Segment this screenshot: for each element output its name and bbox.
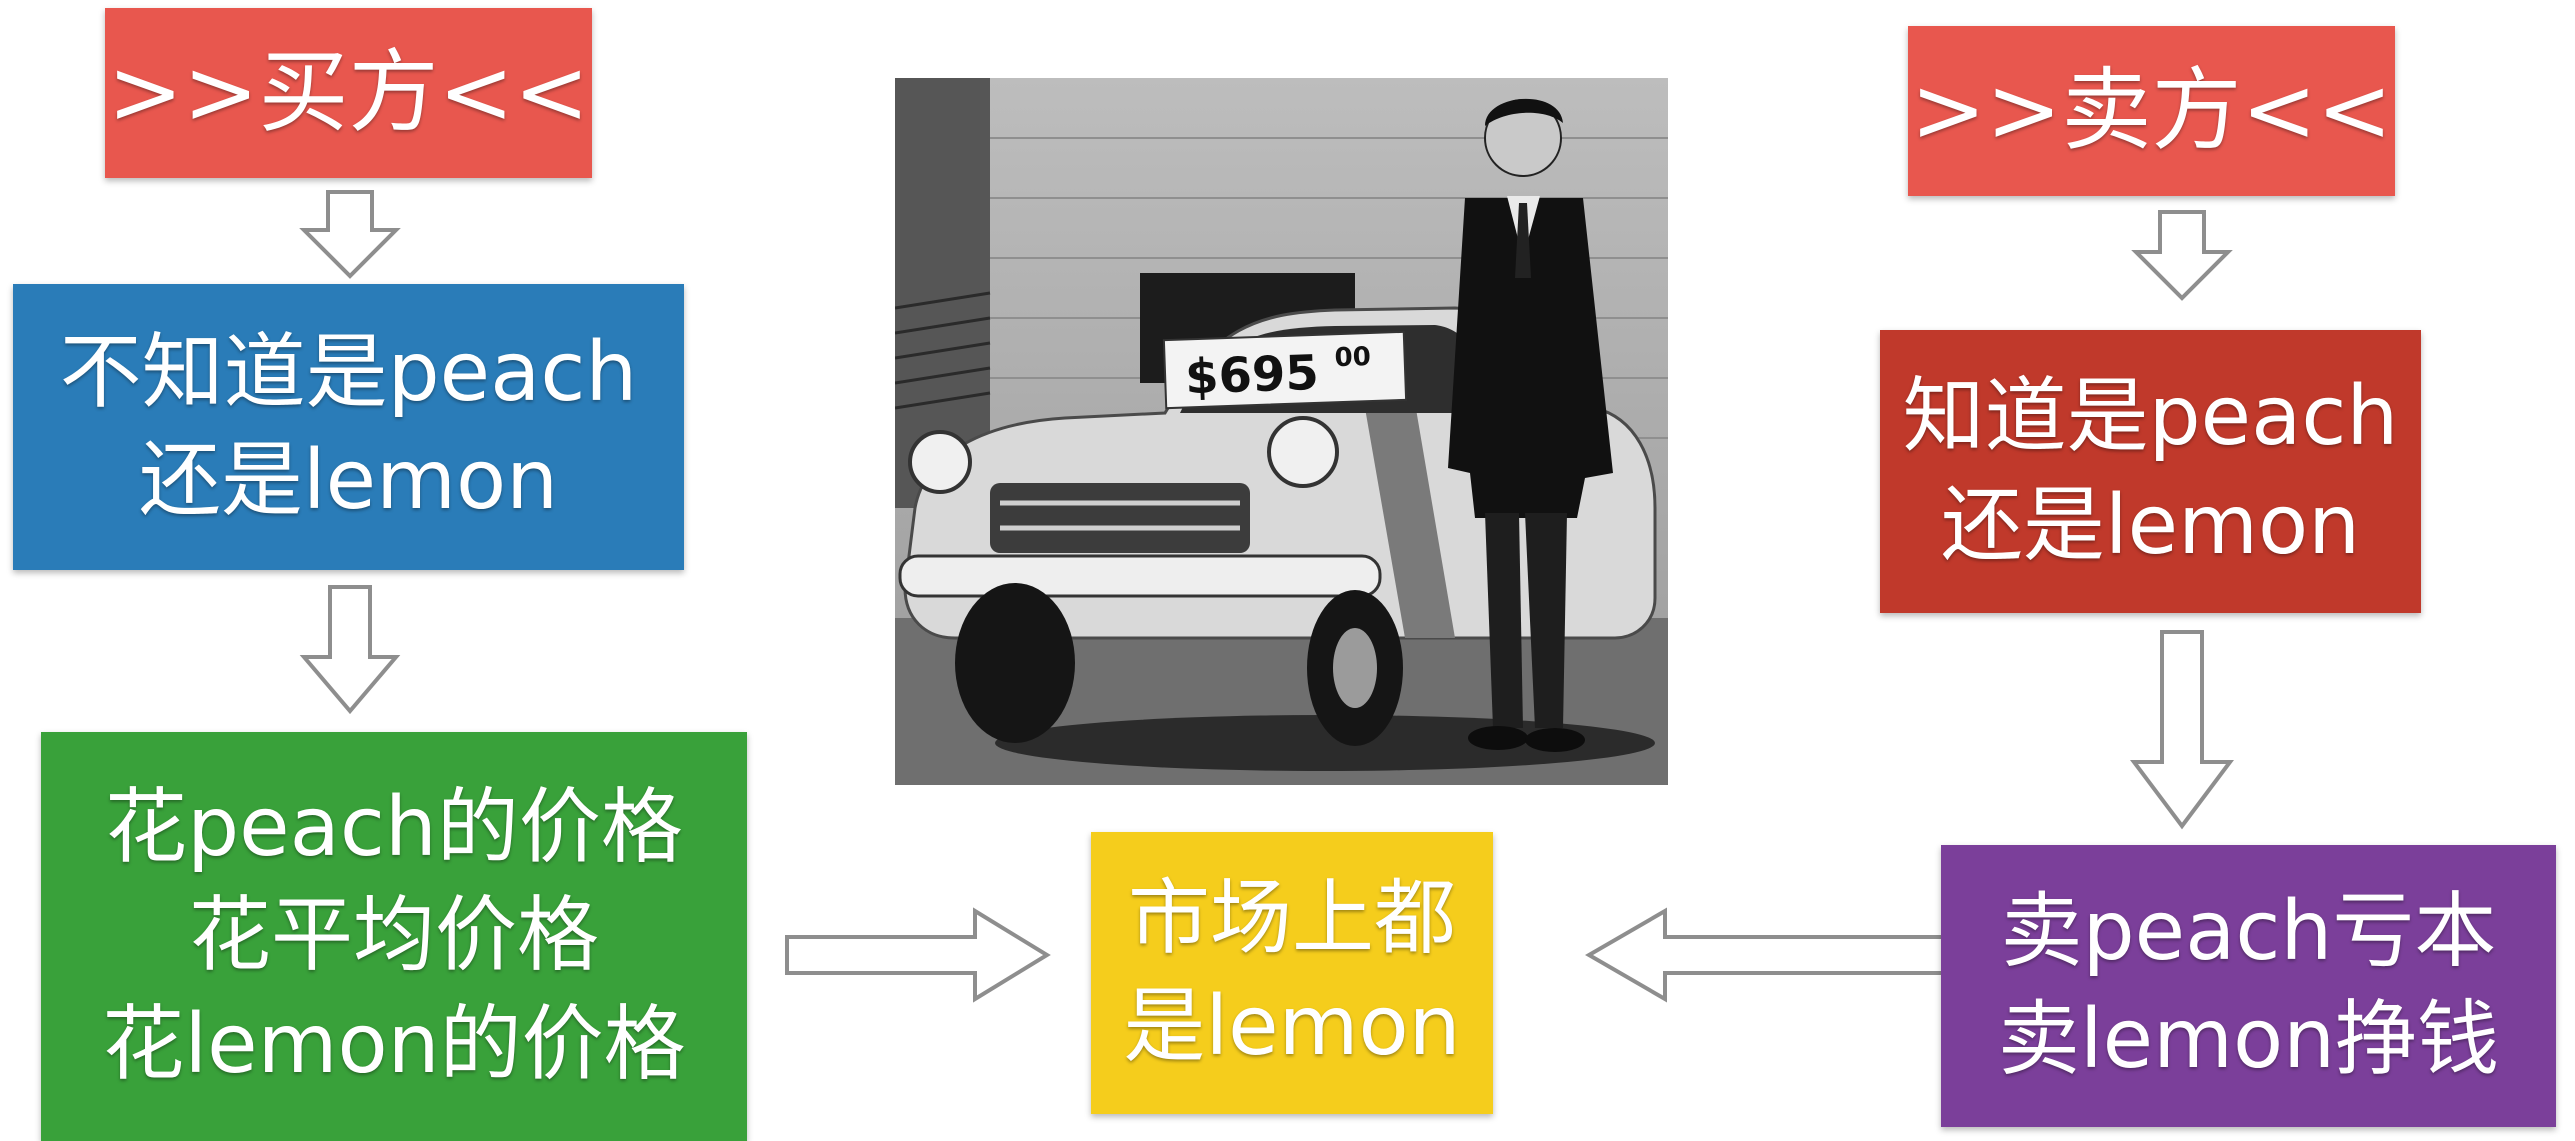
buyer-knowledge-box: 不知道是peach 还是lemon: [13, 284, 684, 570]
used-car-photo: $695 00: [895, 78, 1668, 785]
buyer-knowledge-line-2: 还是lemon: [138, 433, 559, 528]
market-result-line-1: 市场上都: [1127, 870, 1456, 966]
buyer-payment-line-2: 花平均价格: [188, 888, 599, 984]
buyer-payment-box: 花peach的价格 花平均价格 花lemon的价格: [41, 732, 747, 1141]
seller-title-box: >>卖方<<: [1908, 26, 2395, 196]
price-sign: $695: [1184, 345, 1319, 406]
right-arrow-icon: [785, 907, 1051, 1003]
down-arrow-icon: [2131, 210, 2233, 301]
seller-knowledge-line-1: 知道是peach: [1902, 369, 2399, 465]
down-arrow-icon: [2130, 630, 2234, 830]
buyer-payment-line-3: 花lemon的价格: [102, 996, 686, 1092]
down-arrow-icon: [299, 190, 401, 279]
buyer-payment-line-1: 花peach的价格: [105, 780, 683, 876]
left-arrow-icon: [1585, 907, 1970, 1003]
seller-knowledge-line-2: 还是lemon: [1940, 477, 2361, 573]
seller-knowledge-box: 知道是peach 还是lemon: [1880, 330, 2421, 613]
seller-profit-box: 卖peach亏本 卖lemon挣钱: [1941, 845, 2556, 1127]
buyer-title-box: >>买方<<: [105, 8, 592, 178]
market-result-line-2: 是lemon: [1123, 979, 1461, 1074]
down-arrow-icon: [299, 585, 401, 715]
market-result-box: 市场上都 是lemon: [1091, 832, 1493, 1114]
buyer-knowledge-line-1: 不知道是peach: [59, 324, 638, 420]
price-cents: 00: [1334, 342, 1371, 373]
seller-profit-line-1: 卖peach亏本: [2000, 883, 2497, 979]
seller-profit-line-2: 卖lemon挣钱: [1997, 992, 2500, 1087]
buyer-title: >>买方<<: [107, 39, 590, 145]
seller-title: >>卖方<<: [1910, 57, 2393, 163]
